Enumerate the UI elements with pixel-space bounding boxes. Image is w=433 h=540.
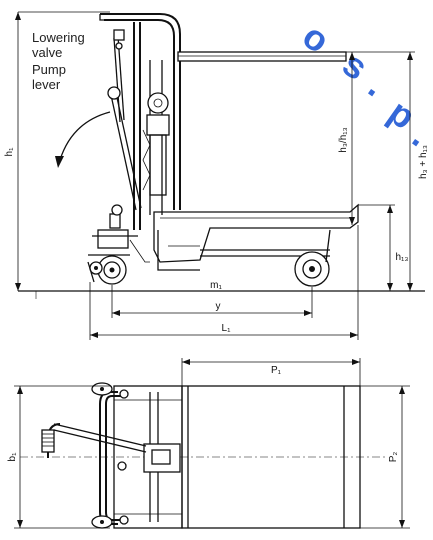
dim-h3-plus-h13-label: h₃ + h₁₃ (418, 145, 429, 179)
side-view: h₁ h₃/h₁₃ h₃ + h₁₃ h₁₃ m₁ y L₁ (4, 11, 429, 340)
lowering-valve-callout: Lowering valve (32, 30, 85, 60)
watermark-char-4: p (381, 91, 423, 137)
pump-lever-callout: Pump lever (32, 62, 66, 92)
pump-lever-label-line-2: lever (32, 77, 61, 92)
dim-l1-label: L₁ (222, 323, 232, 334)
watermark-char-2: s (335, 43, 375, 88)
lowering-valve-label-line-1: Lowering (32, 30, 85, 45)
pump-lever-label-line-1: Pump (32, 62, 66, 77)
dim-b1-label: b₁ (7, 452, 18, 462)
dim-h13-label: h₁₃ (395, 252, 408, 263)
dim-h3-h13-label: h₃/h₁₃ (338, 127, 349, 152)
lowering-valve-label-line-2: valve (32, 45, 63, 60)
top-view: P₁ P₂ b₁ (7, 358, 410, 529)
watermark: o s . p . (295, 15, 433, 154)
dim-p1-label: P₁ (271, 365, 282, 376)
watermark-char-3: . (361, 65, 393, 104)
dim-h1-label: h₁ (4, 147, 15, 157)
dim-y-label: y (216, 301, 221, 312)
dim-m1-label: m₁ (210, 280, 222, 291)
dim-p2-label: P₂ (388, 452, 399, 463)
